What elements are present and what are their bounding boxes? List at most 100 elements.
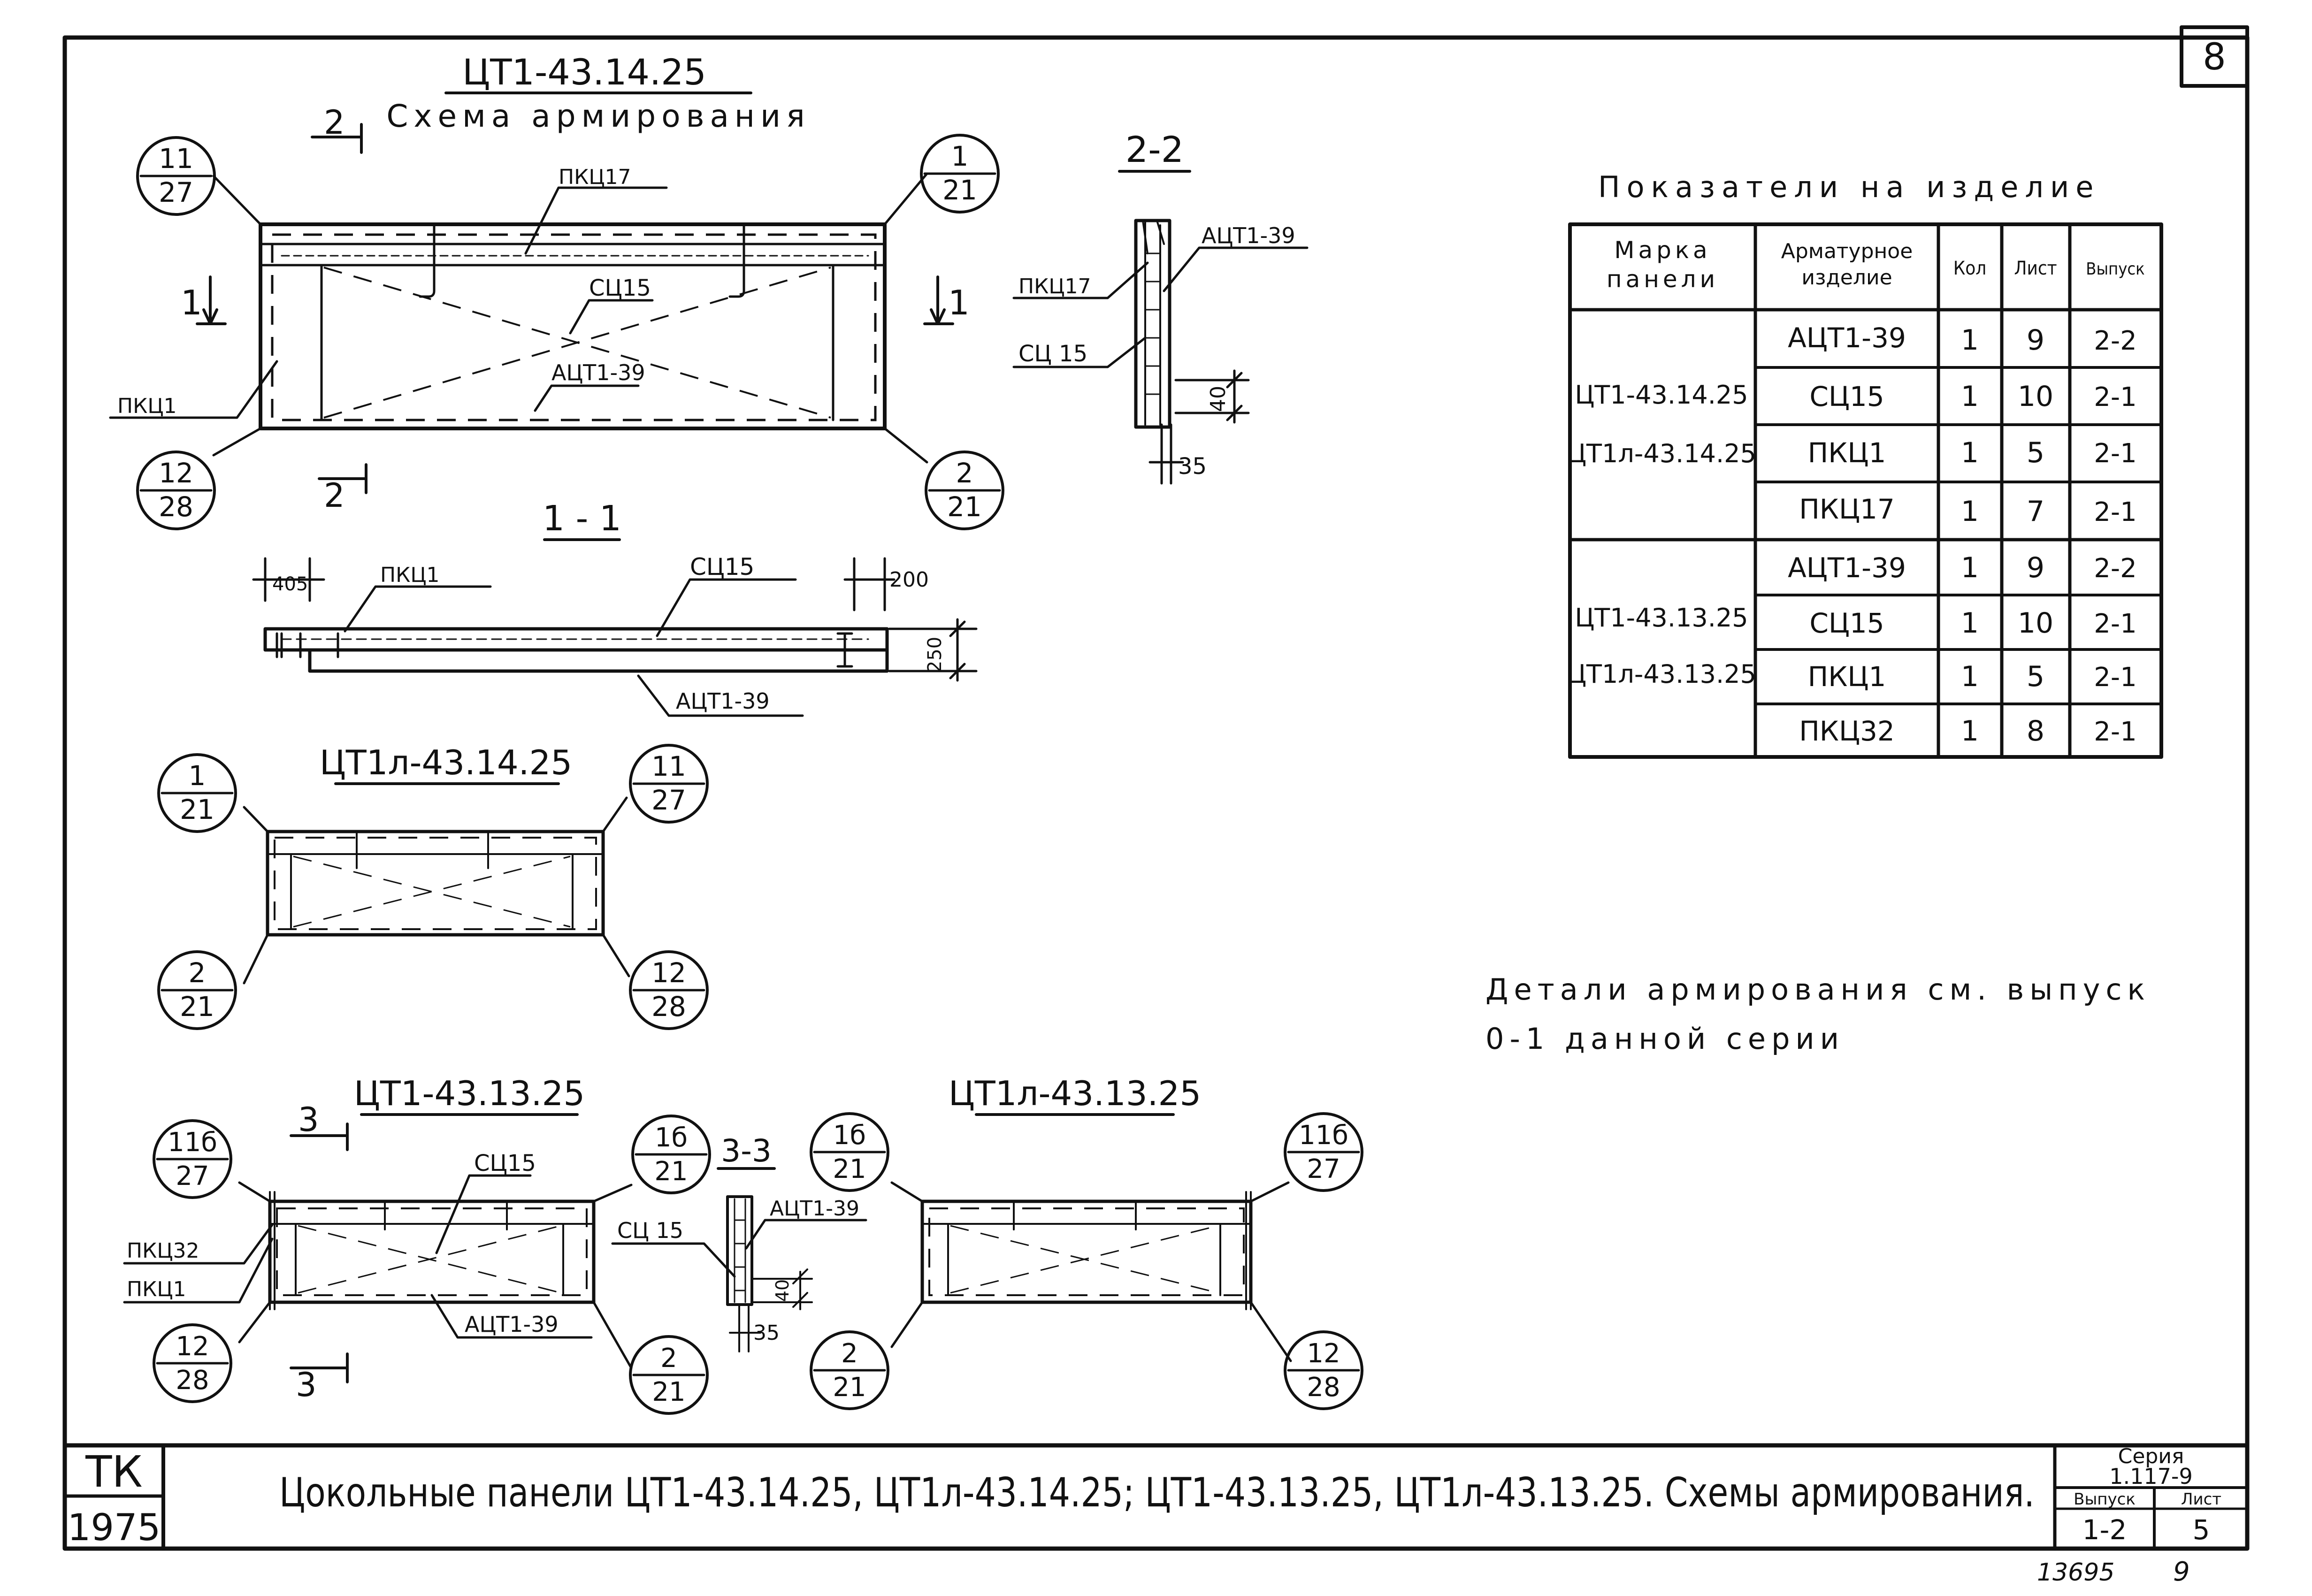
- svg-text:21: 21: [180, 991, 214, 1023]
- note-line-1: Детали армирования см. выпуск: [1485, 972, 2151, 1007]
- section-11-title: 1 - 1: [543, 498, 621, 539]
- sheet-label: Лист: [2181, 1490, 2221, 1509]
- section-22-act139: АЦТ1-39: [1202, 223, 1295, 248]
- sheet-title: Цокольные панели ЦТ1-43.14.25, ЦТ1л-43.1…: [279, 1469, 2035, 1516]
- section-33-title: 3-3: [721, 1133, 772, 1169]
- svg-text:12: 12: [159, 457, 193, 489]
- panel-13-act139: АЦТ1-39: [465, 1312, 559, 1337]
- group2-mark-1: ЦТ1-43.13.25: [1575, 603, 1748, 633]
- svg-text:2-2: 2-2: [2094, 326, 2136, 356]
- section-22-sc15: СЦ 15: [1018, 341, 1087, 367]
- callout-13-2-21: 2 21: [629, 1335, 709, 1415]
- svg-text:1: 1: [951, 140, 969, 172]
- table-row: СЦ15 1 10 2-1: [1809, 380, 2136, 413]
- cut-3-top: 3: [298, 1100, 319, 1139]
- indicators-table: Показатели на изделие Марка панели Армат…: [1567, 170, 2163, 759]
- svg-text:28: 28: [651, 991, 686, 1023]
- svg-text:1: 1: [1961, 660, 1979, 693]
- issue-label: Выпуск: [2074, 1490, 2136, 1509]
- svg-text:2-1: 2-1: [2094, 497, 2136, 527]
- svg-text:1: 1: [1961, 715, 1979, 748]
- panel-l13-title: ЦТ1л-43.13.25: [949, 1074, 1201, 1113]
- svg-text:12: 12: [1307, 1338, 1340, 1369]
- svg-text:2-2: 2-2: [2094, 553, 2136, 584]
- svg-text:1: 1: [1961, 495, 1979, 528]
- panel-13-pkc1: ПКЦ1: [127, 1277, 186, 1301]
- callout-l13-11b-27: 11б 27: [1284, 1112, 1363, 1192]
- svg-text:2-1: 2-1: [2094, 609, 2136, 639]
- svg-text:1: 1: [1961, 551, 1979, 584]
- svg-text:11б: 11б: [1299, 1120, 1348, 1151]
- section-33-sc15: СЦ 15: [617, 1218, 683, 1243]
- svg-text:11: 11: [651, 750, 686, 782]
- svg-text:10: 10: [2018, 380, 2053, 413]
- callout-l14-1-21: 1 21: [157, 753, 237, 833]
- svg-text:21: 21: [833, 1372, 866, 1403]
- reinforcement-note: Детали армирования см. выпуск 0-1 данной…: [1485, 972, 2151, 1056]
- cut-2-bottom: 2: [324, 476, 345, 515]
- cut-1-left: 1: [181, 283, 202, 322]
- header-panel-mark: Марка панели: [1606, 237, 1719, 293]
- panel-main-subtitle: Схема армирования: [386, 98, 810, 134]
- callout-13-1b-21: 1б 21: [631, 1115, 711, 1194]
- series-label: Серия: [2118, 1444, 2184, 1468]
- section-33-act139: АЦТ1-39: [770, 1197, 859, 1221]
- callout-l13-1b-21: 1б 21: [810, 1112, 889, 1192]
- section-1-1: 1 - 1 405 200 250 ПКЦ1 СЦ15 АЦТ1-39: [252, 498, 978, 717]
- callout-l14-11-27: 11 27: [629, 744, 709, 824]
- svg-text:2: 2: [660, 1343, 677, 1374]
- table-row: ПКЦ32 1 8 2-1: [1799, 715, 2137, 748]
- svg-text:1: 1: [1961, 436, 1979, 469]
- note-line-2: 0-1 данной серии: [1485, 1022, 1845, 1056]
- indicators-title: Показатели на изделие: [1598, 170, 2100, 204]
- section-11-dim250: 250: [924, 637, 946, 672]
- callout-1-21: 1 21: [920, 134, 1000, 214]
- svg-text:5: 5: [2027, 660, 2044, 693]
- panel-l14-title: ЦТ1л-43.14.25: [320, 743, 572, 782]
- panel-13-drawing: ЦТ1-43.13.25 3 3 СЦ15 ПКЦ32 ПКЦ1 АЦТ1-39…: [123, 1074, 711, 1415]
- table-row: ПКЦ17 1 7 2-1: [1799, 493, 2137, 528]
- callout-l13-12-28: 12 28: [1284, 1330, 1363, 1410]
- issue-value: 1-2: [2082, 1514, 2127, 1546]
- svg-text:2-1: 2-1: [2094, 717, 2136, 747]
- svg-text:9: 9: [2027, 324, 2044, 357]
- cut-3-bottom: 3: [296, 1366, 317, 1404]
- svg-text:7: 7: [2027, 495, 2044, 528]
- series-value: 1.117-9: [2109, 1464, 2193, 1489]
- svg-text:21: 21: [833, 1154, 866, 1184]
- callout-l13-2-21: 2 21: [810, 1330, 889, 1410]
- svg-text:2-1: 2-1: [2094, 662, 2136, 693]
- svg-text:21: 21: [654, 1156, 688, 1187]
- callout-l14-12-28: 12 28: [629, 950, 709, 1030]
- stamp-org: ТК: [85, 1447, 143, 1497]
- svg-text:27: 27: [159, 176, 193, 208]
- svg-text:27: 27: [651, 784, 686, 816]
- svg-text:21: 21: [947, 491, 982, 523]
- sheet-page-value: 5: [2193, 1514, 2210, 1546]
- callout-13-12-28: 12 28: [153, 1323, 232, 1403]
- svg-text:28: 28: [159, 491, 193, 523]
- sheet-number: 8: [2203, 36, 2226, 78]
- section-22-dim40: 40: [1206, 386, 1230, 412]
- section-3-3: 3-3 АЦТ1-39 СЦ 15 40 35: [611, 1133, 867, 1352]
- svg-text:2: 2: [189, 957, 206, 989]
- panel-l13-drawing: ЦТ1л-43.13.25 1б 21 11б 27 2 21: [810, 1074, 1363, 1410]
- panel-13-pkc32: ПКЦ32: [127, 1239, 199, 1263]
- svg-text:ПКЦ32: ПКЦ32: [1799, 715, 1895, 747]
- panel-main-drawing: ЦТ1-43.14.25 Схема армирования 2 2 1 1 П…: [109, 51, 1004, 530]
- section-11-act139: АЦТ1-39: [676, 688, 770, 714]
- label-sc15: СЦ15: [589, 275, 651, 301]
- svg-text:СЦ15: СЦ15: [1809, 381, 1884, 412]
- svg-text:21: 21: [652, 1377, 685, 1407]
- svg-text:10: 10: [2018, 607, 2053, 640]
- panel-l14-drawing: ЦТ1л-43.14.25 1 21 11 27 2 21: [157, 743, 709, 1030]
- svg-text:5: 5: [2027, 436, 2044, 469]
- table-row: СЦ15 1 10 2-1: [1809, 607, 2136, 640]
- inventory-page: 9: [2173, 1557, 2190, 1587]
- svg-text:12: 12: [176, 1331, 209, 1362]
- label-pkc1: ПКЦ1: [117, 394, 176, 418]
- svg-text:27: 27: [1307, 1154, 1340, 1184]
- callout-2-21: 2 21: [925, 451, 1004, 530]
- section-11-dim405: 405: [272, 573, 308, 595]
